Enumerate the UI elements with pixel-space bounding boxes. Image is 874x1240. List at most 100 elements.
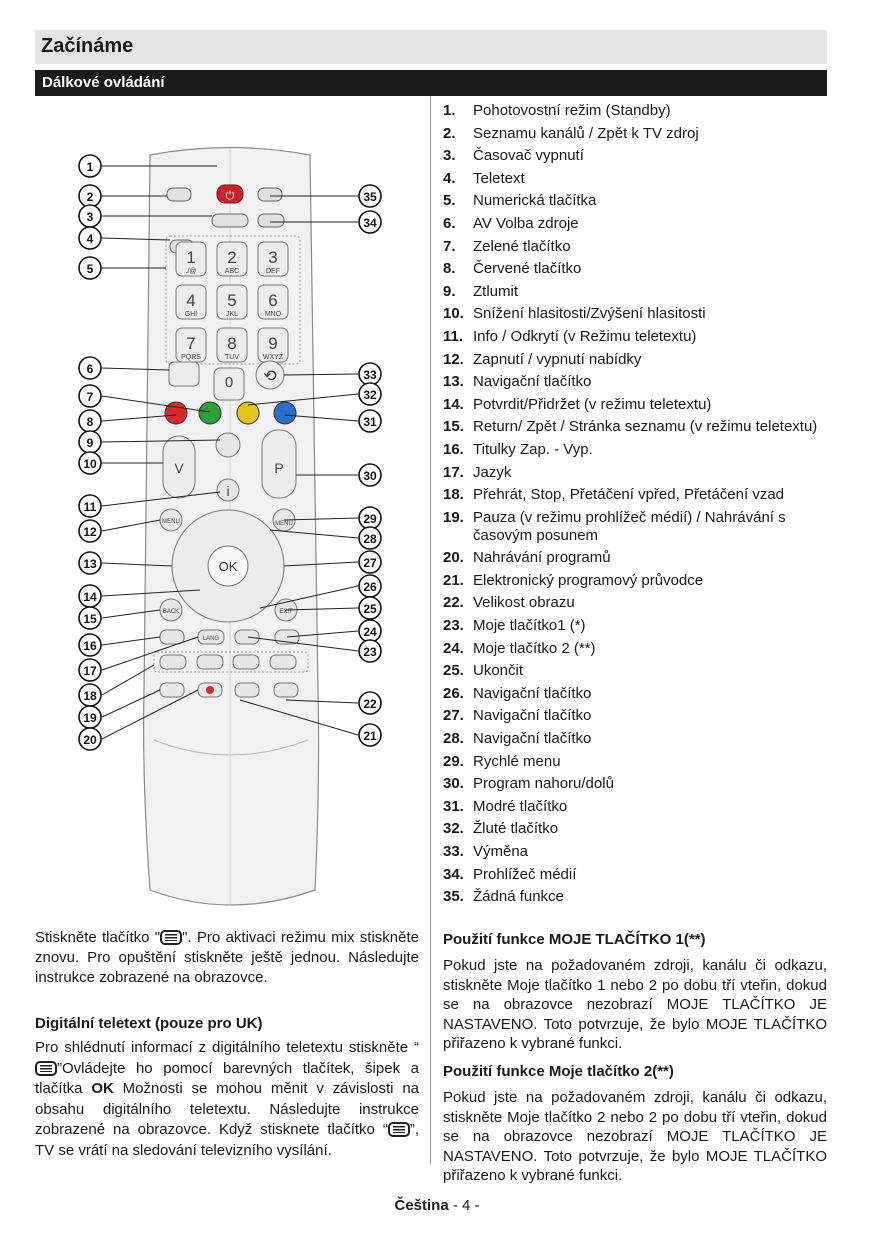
function-label: Jazyk <box>473 463 512 481</box>
swap-icon: ⟲ <box>263 368 277 385</box>
number-key-digit: 3 <box>268 248 277 267</box>
function-number: 1. <box>443 102 456 119</box>
function-label: Numerická tlačítka <box>473 192 597 210</box>
number-key-letters: JKL <box>226 311 238 318</box>
function-list-item: 27. Navigační tlačítko <box>443 707 833 725</box>
callout-number: 4 <box>87 232 94 246</box>
playback-button <box>196 654 224 670</box>
function-label: Program nahoru/dolů <box>473 775 614 793</box>
callout-marker <box>78 606 102 630</box>
function-number: 29. <box>443 752 464 770</box>
callout-number: 20 <box>83 733 97 747</box>
number-key-zero <box>213 367 245 401</box>
callout-number: 29 <box>363 512 377 526</box>
callout-number: 15 <box>83 612 97 626</box>
callout-number: 30 <box>363 469 377 483</box>
number-key-letters: PQRS <box>181 354 201 361</box>
function-label: Modré tlačítko <box>473 797 568 815</box>
callout-number: 28 <box>363 532 377 546</box>
function-list-item: 28. Navigační tlačítko <box>443 730 833 748</box>
section-title: Dálkové ovládání <box>42 74 165 91</box>
function-label: Moje tlačítko1 (*) <box>473 617 586 635</box>
callout-leader <box>101 439 221 443</box>
callout-leader <box>283 373 359 376</box>
function-label: Žádná funkce <box>473 888 564 906</box>
callout-leader <box>101 367 170 371</box>
number-key-digit: 6 <box>268 291 277 310</box>
teletext-icon <box>160 930 183 945</box>
number-key-digit: 4 <box>186 291 195 310</box>
callout-number: 33 <box>363 368 377 382</box>
function-number: 19. <box>443 508 464 526</box>
subtitles-button <box>159 629 185 645</box>
my-button-1-heading: Použití funkce MOJE TLAČÍTKO 1(**) <box>443 931 706 948</box>
function-label: Navigační tlačítko <box>473 684 592 702</box>
mix-text-a: Stiskněte tlačítko " <box>35 929 161 946</box>
callout-leader <box>101 664 155 696</box>
function-list-item: 19.Pauza (v režimu prohlížeč médií) / Na… <box>443 509 833 545</box>
picture-size-button <box>273 682 299 698</box>
function-label: Navigační tlačítko <box>473 373 592 391</box>
function-number: 5. <box>443 192 456 210</box>
function-number: 9. <box>443 282 456 300</box>
function-label: Zelené tlačítko <box>473 237 571 255</box>
function-list-item: 2.Seznamu kanálů / Zpět k TV zdroj <box>443 125 833 143</box>
function-number: 24. <box>443 639 464 657</box>
remote-body-contour <box>153 739 309 756</box>
callout-marker <box>358 550 382 574</box>
function-number: 32. <box>443 820 464 838</box>
callout-number: 7 <box>87 390 94 404</box>
callout-leader <box>101 237 171 241</box>
digital-teletext-paragraph: Pro shlédnutí informací z digitálního te… <box>35 1038 419 1161</box>
footer-language: Čeština <box>394 1197 449 1214</box>
function-list-item: 11.Info / Odkrytí (v Režimu teletextu) <box>443 328 833 346</box>
callout-number: 2 <box>87 190 94 204</box>
function-label: Navigační tlačítko <box>473 730 592 748</box>
function-number: 27. <box>443 707 464 725</box>
callout-number: 34 <box>363 216 377 230</box>
function-label: Info / Odkrytí (v Režimu teletextu) <box>473 327 697 345</box>
function-number: 28. <box>443 730 464 748</box>
number-key-digit: 1 <box>186 248 195 267</box>
callout-leader <box>286 630 359 638</box>
callout-number: 19 <box>83 711 97 725</box>
mix-text-b: ". Pro aktivaci režimu mix stiskněte zno… <box>35 929 419 986</box>
callout-marker <box>358 210 382 234</box>
program-rocker <box>261 429 297 499</box>
function-number: 13. <box>443 373 464 391</box>
function-label: Rychlé menu <box>473 752 561 770</box>
callout-marker <box>78 633 102 657</box>
callout-leader <box>101 562 173 567</box>
function-list-item: 13. Navigační tlačítko <box>443 373 833 391</box>
callout-number: 27 <box>363 556 377 570</box>
function-number: 20. <box>443 549 464 567</box>
callout-number: 22 <box>363 697 377 711</box>
callout-marker <box>78 356 102 380</box>
function-number: 31. <box>443 797 464 815</box>
number-key-letters: GHI <box>185 311 198 318</box>
callout-leader <box>283 561 359 567</box>
av-source-button <box>168 361 200 387</box>
callout-number: 5 <box>87 262 94 276</box>
function-number: 33. <box>443 843 464 860</box>
callout-marker <box>358 409 382 433</box>
callout-number: 26 <box>363 580 377 594</box>
function-label: Žluté tlačítko <box>473 820 559 838</box>
callout-number: 32 <box>363 388 377 402</box>
function-label: Navigační tlačítko <box>473 707 592 725</box>
function-list-item: 1.Pohotovostní režim (Standby) <box>443 102 833 120</box>
function-label: Zapnutí / vypnutí nabídky <box>473 350 642 368</box>
my-button-2-heading: Použití funkce Moje tlačítko 2(**) <box>443 1063 674 1080</box>
callout-leader <box>101 636 161 646</box>
number-key-letters: WXYZ <box>263 354 284 361</box>
function-list-item: 30.Program nahoru/dolů <box>443 775 833 793</box>
quick-menu-label: MENU <box>275 521 293 527</box>
function-number: 34. <box>443 865 464 883</box>
dt-text-d: ”, TV se vrátí na sledování televizního … <box>35 1121 419 1159</box>
column-divider <box>430 96 431 1164</box>
playback-button <box>232 654 260 670</box>
callout-marker <box>78 551 102 575</box>
function-number: 22. <box>443 594 464 612</box>
callout-leader <box>101 589 201 597</box>
callout-number: 14 <box>83 590 97 604</box>
